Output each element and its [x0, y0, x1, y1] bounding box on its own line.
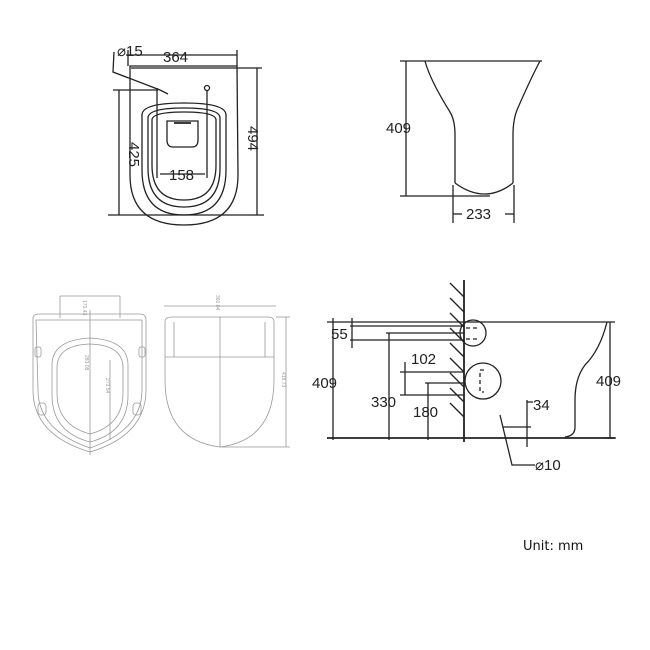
inlet-offset-label: 55	[331, 326, 348, 343]
seat-view: 170.43 283.08 273.54	[32, 295, 147, 455]
outlet-pipe-icon	[464, 362, 502, 400]
lid-length-label: 418.73	[280, 372, 286, 388]
rim-inner	[147, 107, 221, 208]
bumper-icon	[132, 402, 142, 416]
side-profile-view: 409 233	[386, 60, 542, 223]
unit-label: Unit: mm	[523, 539, 584, 554]
flush-opening	[166, 120, 199, 148]
hinge-spacing-label: 170.43	[81, 300, 87, 316]
bowl-outline	[129, 65, 239, 226]
lid-view: 360.04 418.73	[164, 295, 290, 448]
inner-width-label: 158	[169, 167, 194, 184]
base-width-label: 233	[466, 206, 491, 223]
fixing-to-front-label: 425	[125, 142, 142, 167]
profile-height-label: 409	[386, 120, 411, 137]
fixing-offset-label: 34	[533, 397, 550, 414]
overall-length-label: 494	[244, 126, 261, 151]
top-view: ⌀15 364 158 425 494	[108, 43, 264, 226]
outlet-span-label: 102	[411, 351, 436, 368]
bowl-well	[151, 111, 217, 201]
opening-length-label: 283.08	[83, 355, 89, 371]
lid-width-label: 360.04	[214, 295, 220, 311]
right-height-label: 409	[596, 373, 621, 390]
bumper-icon	[34, 346, 42, 358]
fixing-diameter-label: ⌀10	[535, 457, 561, 474]
left-height-label: 409	[312, 375, 337, 392]
bumper-icon	[37, 402, 47, 416]
outlet-center-label: 180	[413, 404, 438, 421]
fixing-hole-icon	[203, 84, 211, 92]
rim-outer	[141, 102, 227, 216]
bumper-icon	[138, 346, 146, 358]
inner-length-label: 273.54	[104, 378, 110, 394]
installation-view: 409 55 102 330 180 34 ⌀10 409	[312, 280, 621, 474]
outlet-height-label: 330	[371, 394, 396, 411]
fixing-hole-label: ⌀15	[117, 43, 143, 60]
overall-width-label: 364	[163, 49, 188, 66]
